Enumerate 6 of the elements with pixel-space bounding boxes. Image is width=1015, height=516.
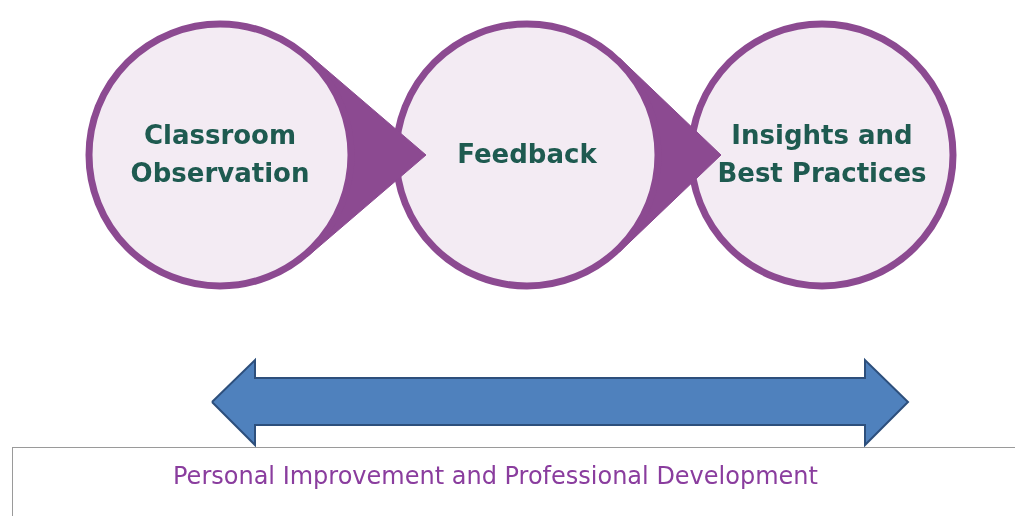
outcome-label: Personal Improvement and Professional Development bbox=[173, 462, 818, 490]
step-label: Insights and Best Practices bbox=[717, 119, 927, 190]
step-label: Classroom Observation bbox=[129, 119, 311, 190]
chevron-arrow bbox=[306, 52, 427, 258]
step-label: Feedback bbox=[456, 138, 598, 172]
outcome-box bbox=[12, 447, 1015, 516]
